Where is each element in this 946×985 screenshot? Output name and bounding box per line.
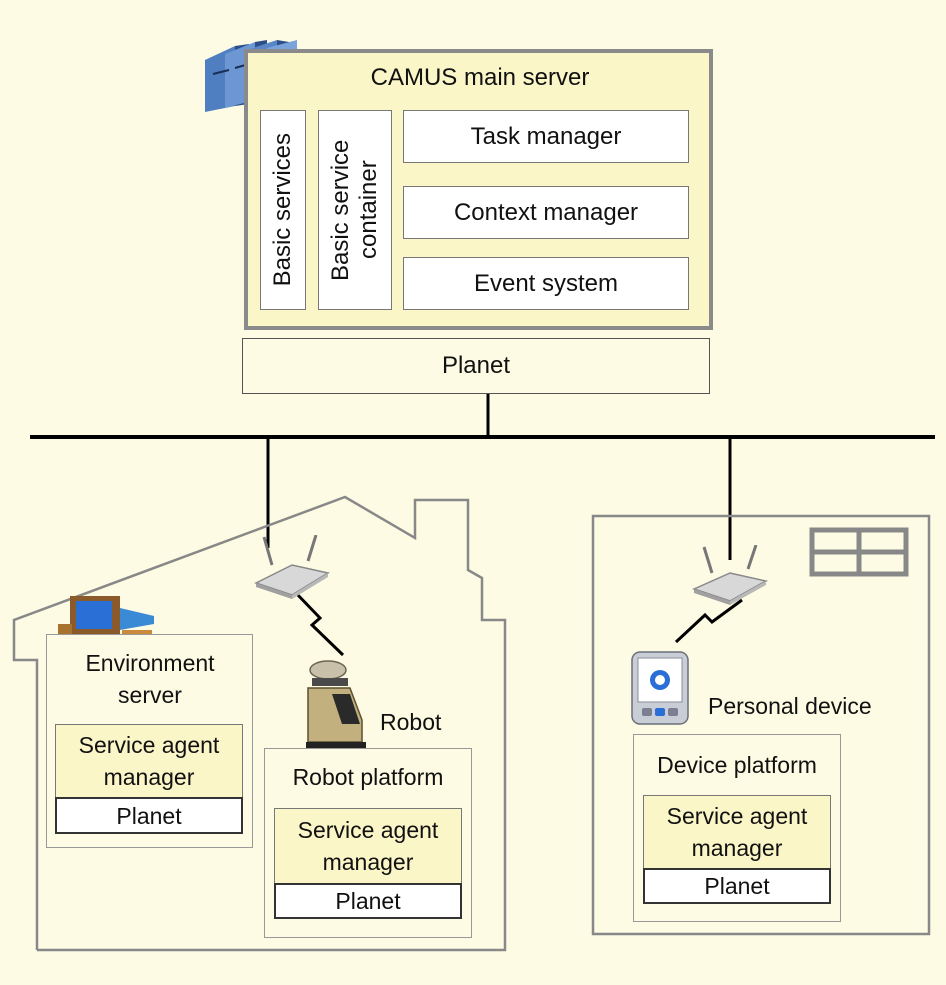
house-outline bbox=[12, 495, 507, 952]
basic-services: Basic services bbox=[260, 110, 306, 310]
building-outline bbox=[591, 514, 931, 936]
wireless-access-point-icon bbox=[252, 534, 332, 600]
window-icon bbox=[809, 527, 909, 577]
environment-service-agent-manager: Service agent manager bbox=[55, 724, 243, 798]
device-planet: Planet bbox=[643, 868, 831, 904]
server-planet: Planet bbox=[242, 338, 710, 394]
environment-planet: Planet bbox=[55, 797, 243, 834]
server-title: CAMUS main server bbox=[370, 64, 590, 91]
pda-icon bbox=[630, 650, 690, 726]
task-manager: Task manager bbox=[403, 110, 689, 163]
event-system: Event system bbox=[403, 257, 689, 310]
device-service-agent-manager: Service agent manager bbox=[643, 795, 831, 869]
robot-icon bbox=[302, 660, 372, 752]
context-manager: Context manager bbox=[403, 186, 689, 239]
environment-server-title: Environment server bbox=[85, 650, 215, 708]
device-platform-title: Device platform bbox=[657, 752, 817, 778]
lightning-link-icon bbox=[674, 598, 743, 644]
robot-planet: Planet bbox=[274, 883, 462, 919]
robot-platform-title: Robot platform bbox=[292, 764, 444, 790]
lightning-link-icon bbox=[293, 590, 345, 657]
wireless-access-point-icon bbox=[690, 544, 770, 605]
basic-service-container: Basic service container bbox=[318, 110, 392, 310]
robot-service-agent-manager: Service agent manager bbox=[274, 808, 462, 884]
personal-device-label: Personal device bbox=[708, 693, 872, 719]
robot-label: Robot bbox=[380, 709, 442, 735]
